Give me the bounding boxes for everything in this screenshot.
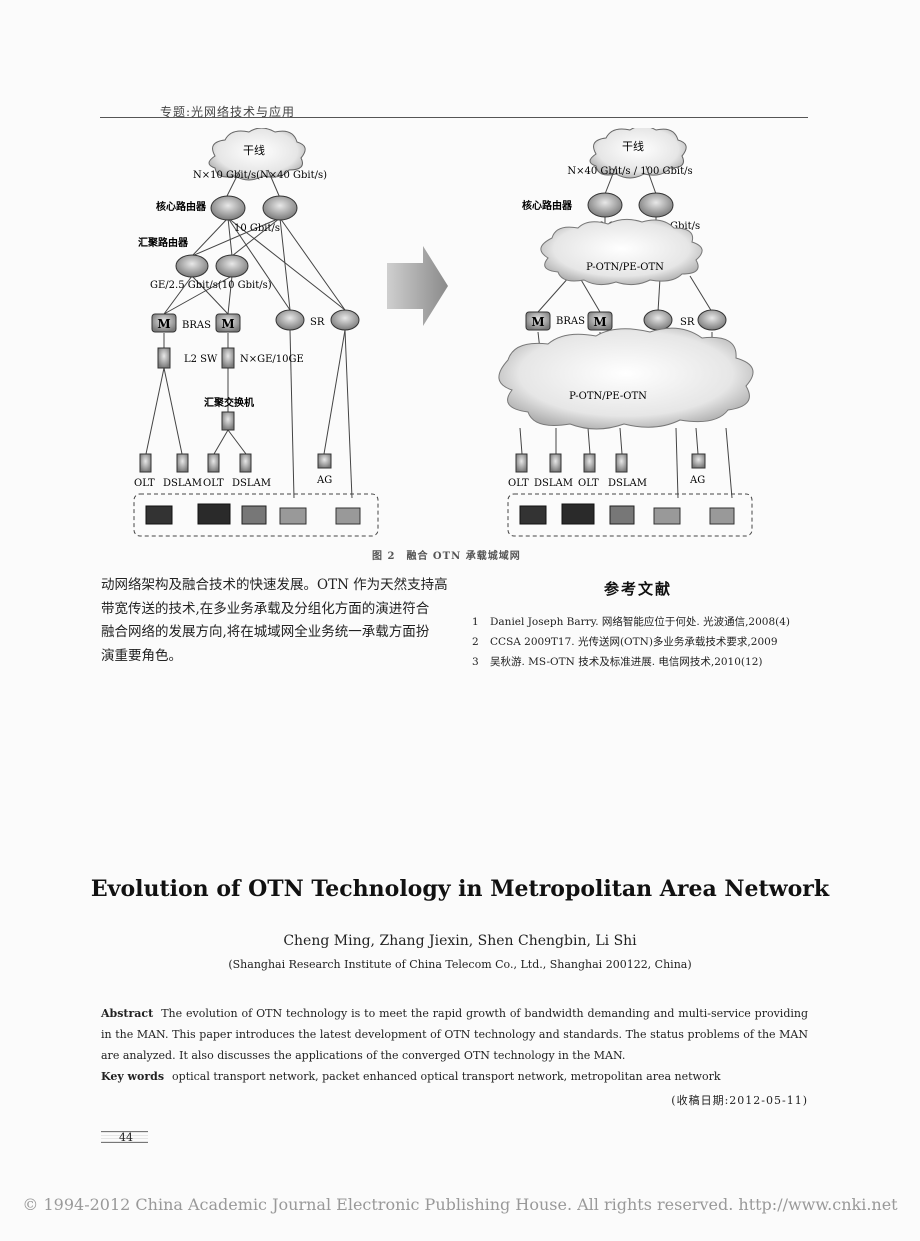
figure-caption: 图 2 融合 OTN 承载城域网 [372, 551, 521, 562]
left-ag-label: AG [316, 475, 332, 486]
abstract-text: The evolution of OTN technology is to me… [101, 1007, 808, 1062]
right-ag-label: AG [689, 475, 705, 486]
right-cloud-lower [498, 327, 754, 430]
left-l2-switch-1 [157, 347, 171, 369]
right-sr-router-2 [697, 309, 727, 331]
left-dslam-2: DSLAM [232, 478, 271, 489]
abstract-label: Abstract [101, 1007, 154, 1020]
right-bras-node-1: M [525, 311, 551, 331]
left-diagram: 干线 N×10 Gbit/s(N×40 Gbit/s) 核心路由器 10 Gbi… [133, 128, 379, 537]
keywords-label: Key words [101, 1070, 165, 1083]
left-agg-rate: GE/2.5 Gbit/s(10 Gbit/s) [150, 280, 272, 291]
left-agg-switch-label: 汇聚交换机 [204, 396, 254, 409]
body-line: 带宽传送的技术,在多业务承载及分组化方面的演进符合 [101, 600, 430, 617]
page-number: 44 [101, 1131, 148, 1144]
left-agg-router-1 [175, 254, 209, 278]
left-sr-router-2 [330, 309, 360, 331]
body-line: 演重要角色。 [101, 647, 182, 664]
right-olt-2: OLT [578, 478, 599, 489]
svg-text:M: M [157, 317, 170, 331]
left-bras-node-1: M [151, 313, 177, 333]
right-cloud-upper-label: P-OTN/PE-OTN [586, 262, 664, 273]
evolution-arrow [387, 246, 448, 326]
left-olt-2: OLT [203, 478, 224, 489]
affiliation: (Shanghai Research Institute of China Te… [228, 958, 692, 971]
left-terminal-box [133, 493, 379, 537]
body-paragraph: 动网络架构及融合技术的快速发展。OTN 作为天然支持高 带宽传送的技术,在多业务… [101, 574, 461, 668]
left-core-rate: 10 Gbit/s [234, 223, 280, 234]
english-title: Evolution of OTN Technology in Metropoli… [90, 876, 830, 902]
right-trunk-rate: N×40 Gbit/s / 100 Gbit/s [567, 166, 692, 177]
body-line: 动网络架构及融合技术的快速发展。OTN 作为天然支持高 [101, 577, 448, 593]
right-cloud-upper [540, 218, 703, 286]
running-header: 专题:光网络技术与应用 [160, 105, 296, 119]
left-trunk-cloud [208, 128, 306, 181]
right-diagram: 干线 N×40 Gbit/s / 100 Gbit/s 核心路由器 40 Gbi… [498, 128, 754, 537]
left-trunk-rate: N×10 Gbit/s(N×40 Gbit/s) [193, 170, 327, 181]
header-rule [100, 117, 808, 118]
network-evolution-figure: 干线 N×10 Gbit/s(N×40 Gbit/s) 核心路由器 10 Gbi… [133, 128, 754, 537]
left-olt-1: OLT [134, 478, 155, 489]
left-core-router-2 [262, 195, 298, 221]
left-ge-label: N×GE/10GE [240, 354, 304, 365]
left-bras-label: BRAS [182, 320, 211, 331]
right-trunk-cloud [589, 128, 687, 179]
left-links [145, 169, 353, 499]
copyright-footer: © 1994-2012 China Academic Journal Elect… [22, 1195, 898, 1214]
left-core-router-1 [210, 195, 246, 221]
right-sr-router-1 [643, 309, 673, 331]
left-trunk-label: 干线 [243, 143, 265, 157]
references-title: 参考文献 [604, 580, 673, 598]
right-core-router-1 [587, 192, 623, 218]
left-dslam-1: DSLAM [163, 478, 202, 489]
keywords: Key words optical transport network, pack… [101, 1070, 808, 1083]
left-agg-router-2 [215, 254, 249, 278]
right-core-router-label: 核心路由器 [522, 199, 573, 212]
left-core-router-label: 核心路由器 [156, 200, 207, 213]
svg-text:M: M [593, 315, 606, 329]
left-sr-router-1 [275, 309, 305, 331]
right-dslam-1: DSLAM [534, 478, 573, 489]
body-line: 融合网络的发展方向,将在城域网全业务统一承载方面扮 [101, 624, 430, 640]
left-terminals [145, 503, 361, 525]
right-terminals [519, 503, 735, 525]
right-olt-1: OLT [508, 478, 529, 489]
left-l2-switch-2 [221, 347, 235, 369]
authors: Cheng Ming, Zhang Jiexin, Shen Chengbin,… [283, 933, 637, 949]
received-date: (收稿日期:2012-05-11) [671, 1094, 808, 1107]
keywords-text: optical transport network, packet enhanc… [172, 1070, 721, 1083]
left-sr-label: SR [310, 317, 325, 328]
right-core-router-2 [638, 192, 674, 218]
right-bras-node-2: M [587, 311, 613, 331]
right-bras-label: BRAS [556, 316, 585, 327]
svg-text:M: M [221, 317, 234, 331]
left-agg-switch [221, 411, 235, 431]
right-access-devices [515, 453, 706, 473]
left-bras-node-2: M [215, 313, 241, 333]
right-cloud-lower-label: P-OTN/PE-OTN [569, 391, 647, 402]
right-sr-label: SR [680, 317, 695, 328]
left-l2sw-label: L2 SW [184, 354, 218, 365]
left-agg-router-label: 汇聚路由器 [138, 236, 189, 249]
svg-text:M: M [531, 315, 544, 329]
right-trunk-label: 干线 [622, 139, 644, 153]
left-access-devices [139, 453, 332, 473]
right-dslam-2: DSLAM [608, 478, 647, 489]
right-terminal-box [507, 493, 753, 537]
